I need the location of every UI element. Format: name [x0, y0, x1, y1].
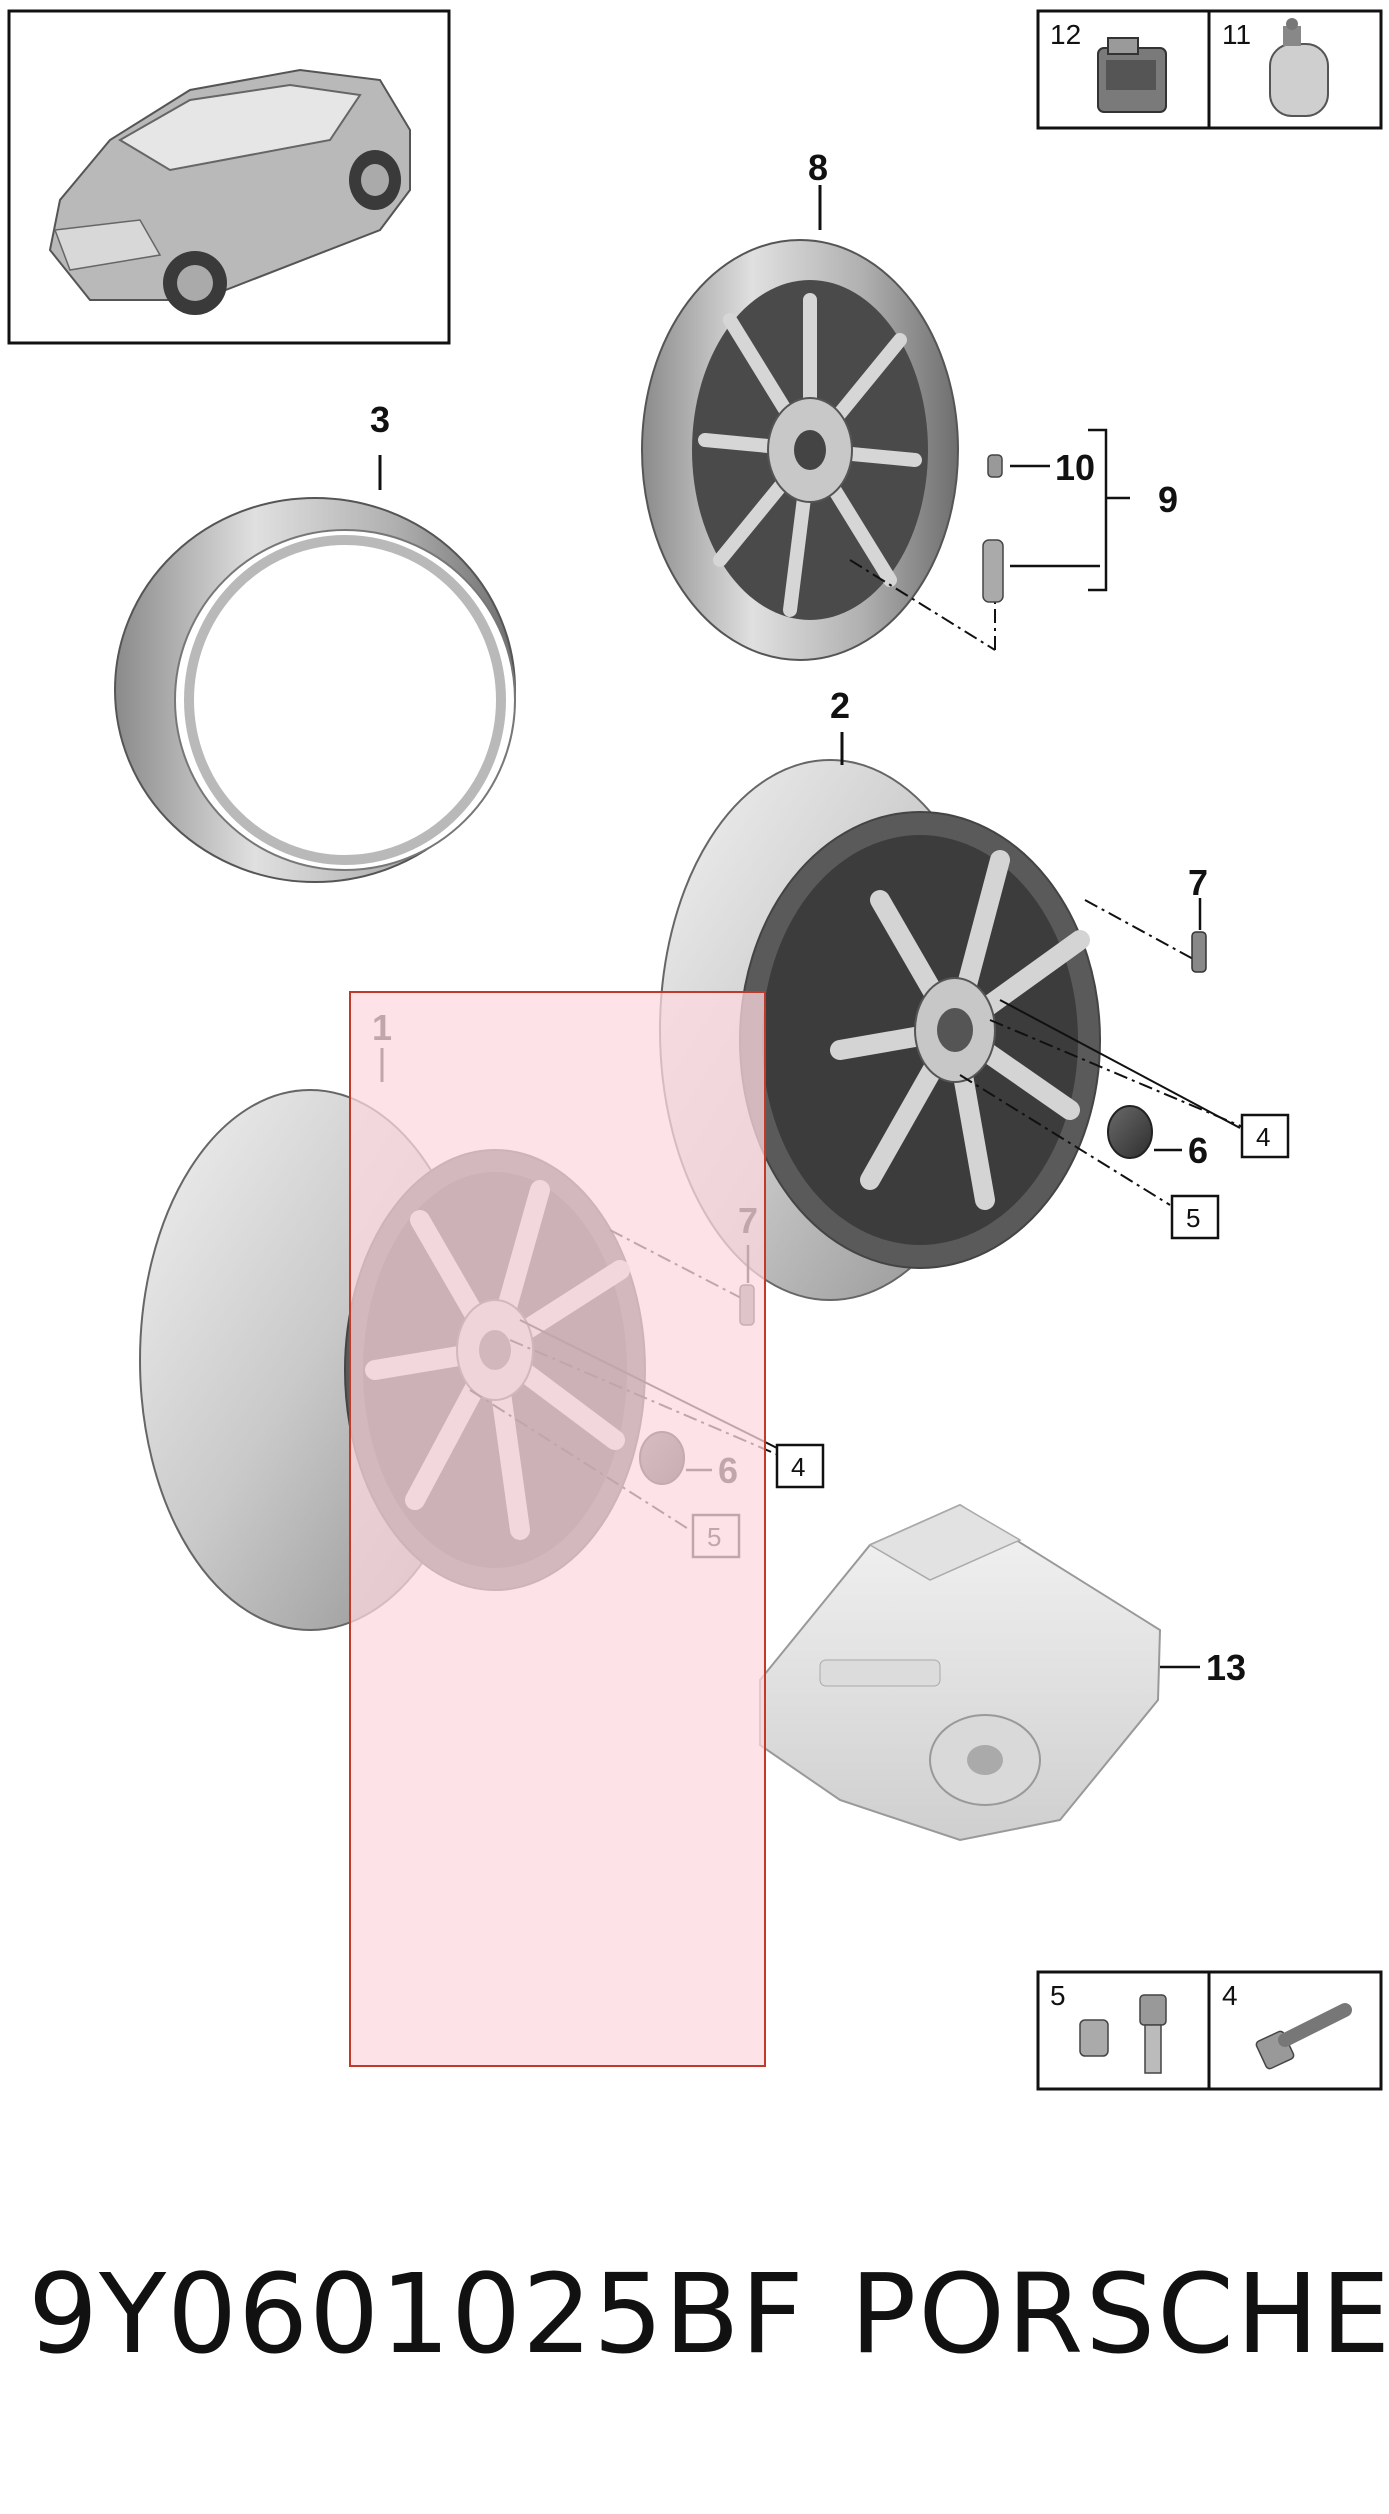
callout-tire: 3: [370, 399, 390, 440]
callout-spare-wheel: 8: [808, 147, 828, 188]
valve-group: [982, 428, 1130, 603]
bolt-box-a: 4: [1240, 1113, 1290, 1159]
inset-top-left-label: 12: [1050, 19, 1081, 50]
bolt-box-b: 4: [775, 1443, 825, 1489]
inset-top: 12 11: [1036, 9, 1383, 130]
tool-tray: [759, 1503, 1200, 1842]
brand-name: PORSCHE: [850, 2250, 1389, 2378]
inset-bottom-right-label: 4: [1222, 1980, 1238, 2011]
wheel-bolt-icon: [1255, 2003, 1352, 2070]
callout-tool-tray: 13: [1206, 1647, 1246, 1688]
inset-top-right-label: 11: [1222, 19, 1251, 50]
sealant-bottle-icon: [1269, 18, 1329, 117]
footer: 9Y0601025BF PORSCHE: [0, 2250, 1389, 2450]
lock-bolt-icon: [1079, 1994, 1167, 2074]
repair-kit-icon: [1097, 37, 1167, 113]
highlight-region: [349, 991, 766, 2067]
inset-bottom: 5 4: [1036, 1970, 1383, 2091]
svg-text:4: 4: [1256, 1122, 1270, 1152]
part-number: 9Y0601025BF: [28, 2250, 805, 2378]
sensor-a: [1191, 898, 1207, 973]
callout-sensor-a: 7: [1188, 862, 1208, 903]
svg-text:4: 4: [791, 1452, 805, 1482]
svg-text:5: 5: [1186, 1203, 1200, 1233]
tire: [114, 455, 516, 883]
callout-valve-group: 9: [1158, 479, 1178, 520]
callout-cap-a: 6: [1188, 1130, 1208, 1171]
lock-box-a: 5: [1170, 1194, 1220, 1240]
cap-a: [1107, 1105, 1182, 1159]
vehicle-thumbnail: [7, 9, 451, 345]
spare-wheel: [641, 185, 996, 661]
callout-valve-cap: 10: [1055, 447, 1095, 488]
callout-wheel-front: 2: [830, 685, 850, 726]
inset-bottom-left-label: 5: [1050, 1980, 1066, 2011]
